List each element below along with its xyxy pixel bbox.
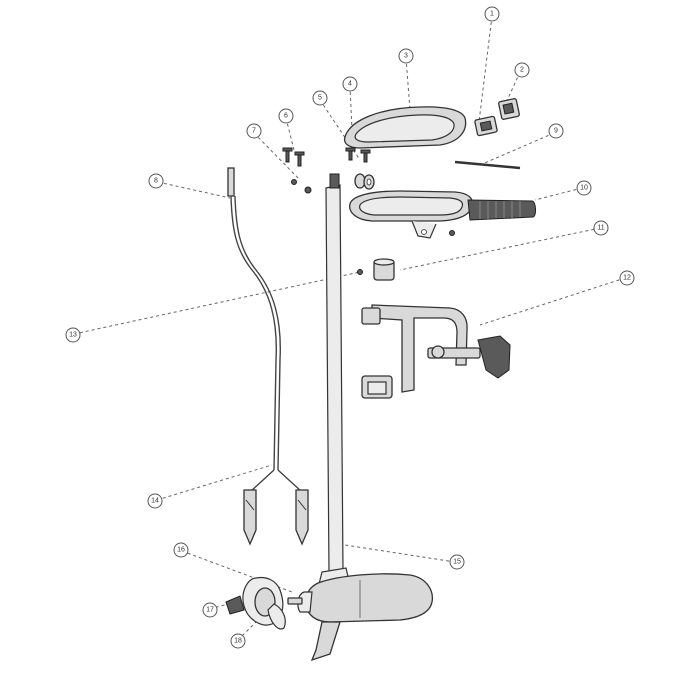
callout-2: 2 (514, 62, 530, 78)
callout-17-label: 17 (206, 607, 214, 614)
callout-2-label: 2 (520, 67, 524, 74)
callout-14-label: 14 (151, 498, 159, 505)
callout-10-label: 10 (580, 185, 588, 192)
callout-12: 12 (619, 270, 635, 286)
lower-housing-tiller (349, 190, 536, 239)
control-head-cover (343, 106, 467, 149)
callout-3-label: 3 (404, 53, 408, 60)
callout-16: 16 (173, 542, 189, 558)
callout-13-label: 13 (69, 332, 77, 339)
callout-5: 5 (312, 90, 328, 106)
callout-4: 4 (342, 76, 358, 92)
mounting-bracket (361, 304, 511, 399)
motor-unit (297, 567, 434, 662)
callout-3: 3 (398, 48, 414, 64)
callout-8: 8 (148, 173, 164, 189)
callout-1-label: 1 (490, 11, 494, 18)
callout-15-label: 15 (453, 559, 461, 566)
callout-13: 13 (65, 327, 81, 343)
washers (354, 173, 375, 190)
screws (282, 147, 371, 194)
leader-lines (73, 15, 626, 641)
callout-8-label: 8 (154, 178, 158, 185)
callout-14: 14 (147, 493, 163, 509)
callout-10: 10 (576, 180, 592, 196)
callout-9: 9 (548, 123, 564, 139)
callout-7-label: 7 (252, 128, 256, 135)
battery-cable (227, 167, 309, 546)
callout-15: 15 (449, 554, 465, 570)
callout-6: 6 (278, 108, 294, 124)
motor-shaft (325, 173, 344, 575)
callout-16-label: 16 (177, 547, 185, 554)
shaft-collar (357, 258, 395, 281)
callout-4-label: 4 (348, 81, 352, 88)
callout-11: 11 (593, 220, 609, 236)
callout-6-label: 6 (284, 113, 288, 120)
switch-assembly (474, 98, 520, 137)
callout-17: 17 (202, 602, 218, 618)
callout-5-label: 5 (318, 95, 322, 102)
rod-pin (454, 160, 521, 170)
callout-18-label: 18 (234, 638, 242, 645)
callout-12-label: 12 (623, 275, 631, 282)
callout-18: 18 (230, 633, 246, 649)
callout-11-label: 11 (597, 225, 604, 232)
propeller (225, 576, 303, 630)
callout-7: 7 (246, 123, 262, 139)
callout-1: 1 (484, 6, 500, 22)
callout-9-label: 9 (554, 128, 558, 135)
